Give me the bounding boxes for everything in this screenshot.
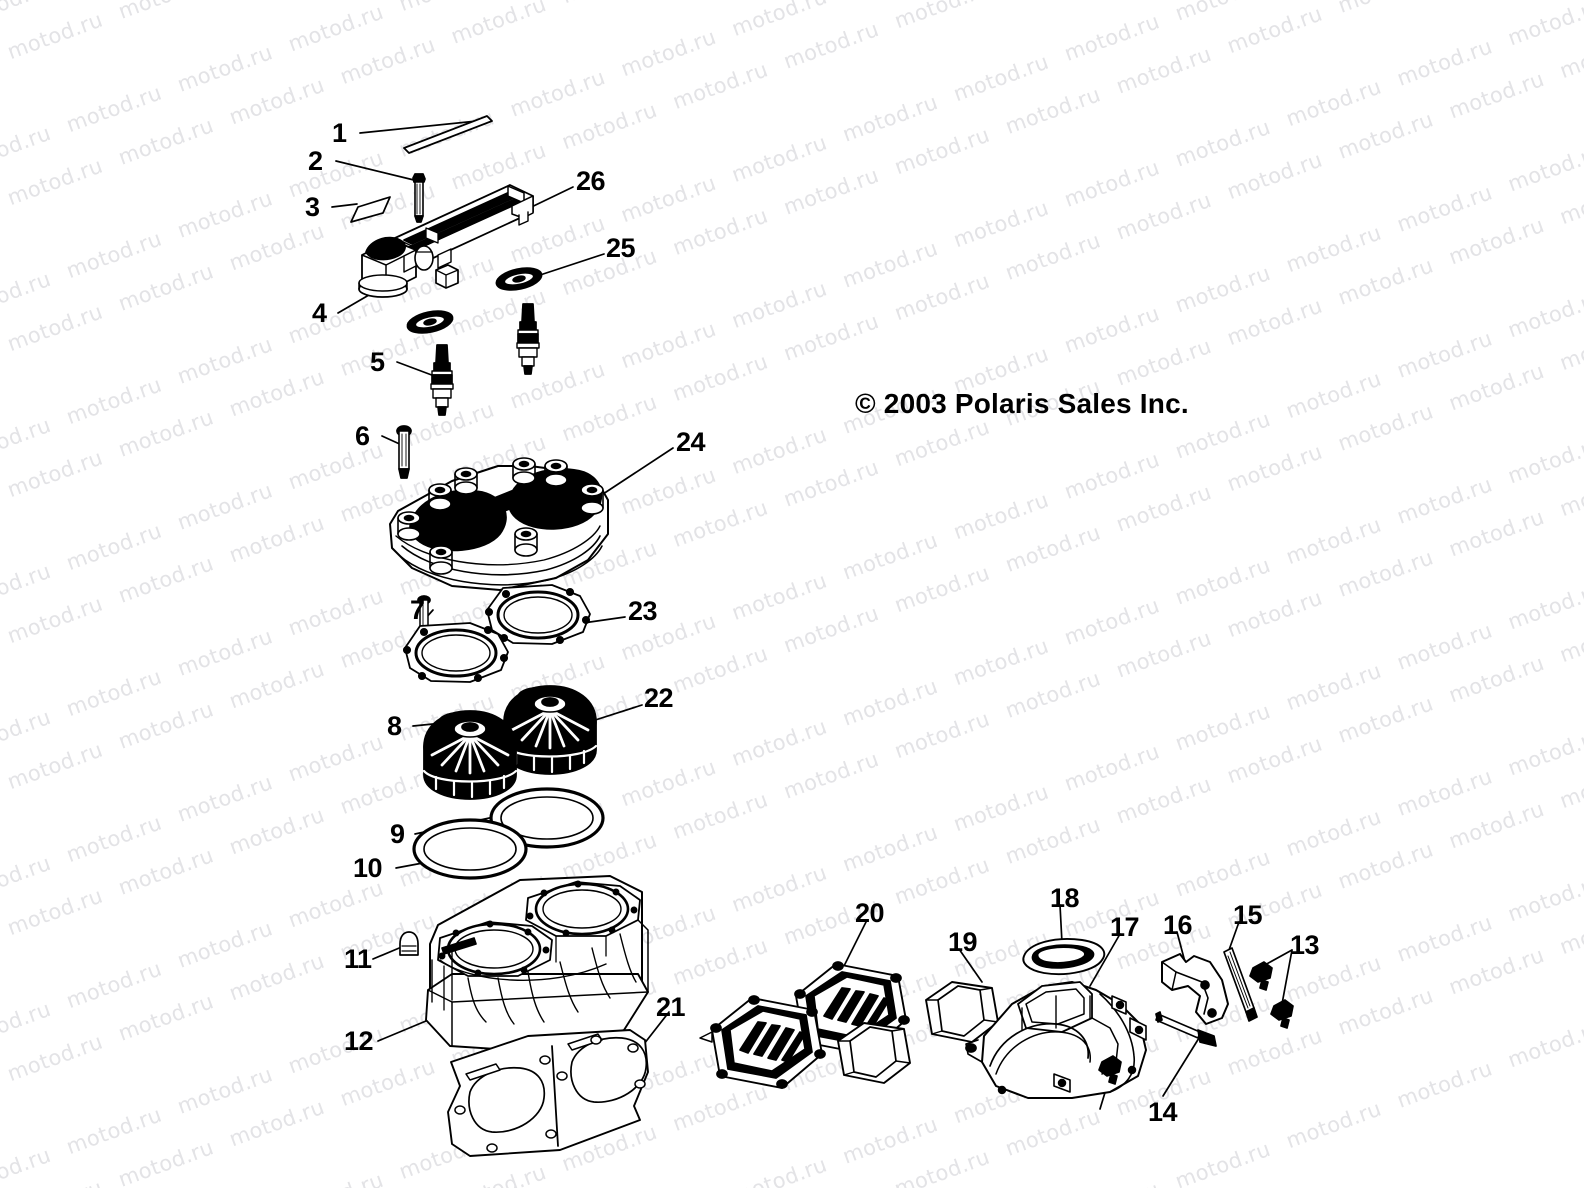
callout-number-2[interactable]: 2 <box>308 146 323 176</box>
callout-number-1[interactable]: 1 <box>332 118 347 148</box>
callout-number-26[interactable]: 26 <box>576 166 606 196</box>
callout-number-17[interactable]: 17 <box>1110 912 1140 942</box>
callout-number-11[interactable]: 11 <box>344 944 372 974</box>
callout-number-16[interactable]: 16 <box>1163 910 1193 940</box>
callout-number-5[interactable]: 5 <box>370 347 385 377</box>
callout-number-25[interactable]: 25 <box>606 233 636 263</box>
callout-number-13[interactable]: 13 <box>1290 930 1320 960</box>
callout-number-12[interactable]: 12 <box>344 1026 374 1056</box>
callout-number-6[interactable]: 6 <box>355 421 370 451</box>
callout-number-22[interactable]: 22 <box>644 683 674 713</box>
callout-number-3[interactable]: 3 <box>305 192 320 222</box>
callout-number-20[interactable]: 20 <box>855 898 885 928</box>
callout-number-9[interactable]: 9 <box>390 819 405 849</box>
callout-number-24[interactable]: 24 <box>676 427 706 457</box>
callout-number-14[interactable]: 14 <box>1148 1097 1178 1127</box>
callout-number-19[interactable]: 19 <box>948 927 978 957</box>
callout-number-7[interactable]: 7 <box>410 595 425 625</box>
callout-number-10[interactable]: 10 <box>353 853 383 883</box>
callout-number-15[interactable]: 15 <box>1233 900 1263 930</box>
callout-number-8[interactable]: 8 <box>387 711 402 741</box>
callout-number-23[interactable]: 23 <box>628 596 658 626</box>
callout-number-21[interactable]: 21 <box>656 992 686 1022</box>
copyright-notice: © 2003 Polaris Sales Inc. <box>855 388 1189 419</box>
callout-number-4[interactable]: 4 <box>312 298 327 328</box>
callout-number-18[interactable]: 18 <box>1050 883 1080 913</box>
